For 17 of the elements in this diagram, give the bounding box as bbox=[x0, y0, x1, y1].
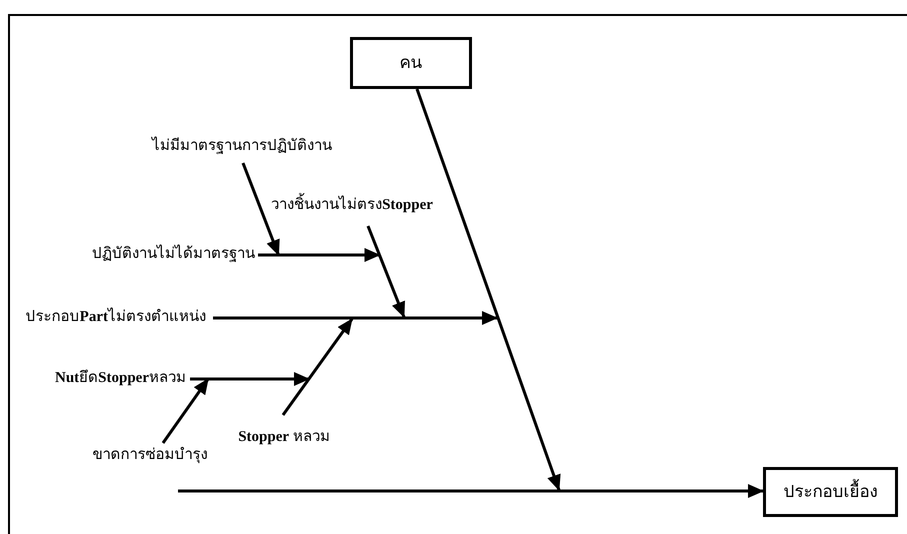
cause-label: NutยึดStopperหลวม bbox=[54, 369, 186, 388]
cause-label: ประกอบPartไม่ตรงตำแหน่ง bbox=[26, 308, 206, 326]
arrow bbox=[366, 225, 406, 318]
arrow bbox=[416, 88, 561, 491]
arrow bbox=[258, 248, 380, 262]
arrow bbox=[178, 484, 764, 498]
arrow bbox=[282, 318, 354, 416]
process-box: คน bbox=[350, 37, 472, 89]
arrow bbox=[242, 162, 280, 256]
cause-label: ปฏิบัติงานไม่ได้มาตรฐาน bbox=[92, 245, 255, 264]
arrow bbox=[162, 378, 210, 444]
cause-label: Stopper หลวม bbox=[238, 428, 330, 446]
arrow bbox=[213, 311, 498, 325]
process-box: ประกอบเยื้อง bbox=[763, 467, 898, 517]
cause-label: ไม่มีมาตรฐานการปฏิบัติงาน bbox=[152, 137, 332, 156]
arrow bbox=[190, 372, 310, 386]
cause-label: ขาดการซ่อมบำรุง bbox=[92, 446, 208, 464]
